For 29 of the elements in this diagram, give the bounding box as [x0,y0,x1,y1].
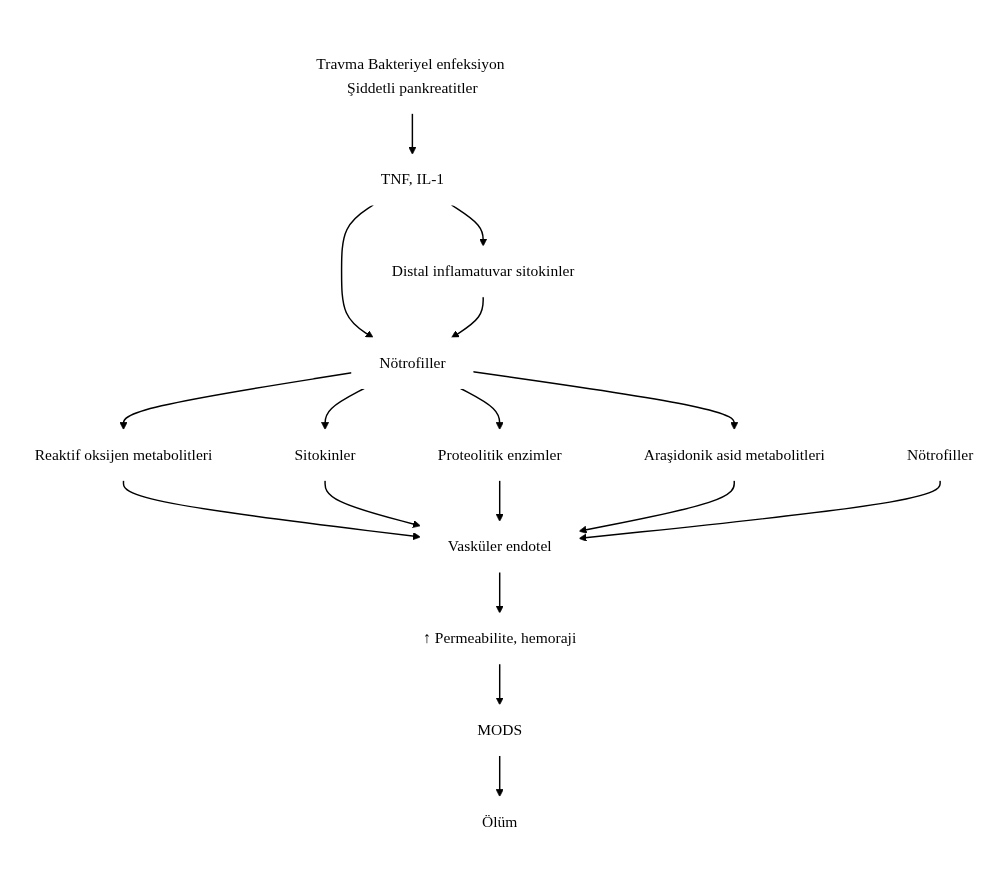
arrow [459,388,504,431]
arrow [495,479,504,522]
arrow [321,388,365,431]
node-text: Reaktif oksijen metabolitleri [34,446,213,464]
arrow [495,571,504,614]
node-text: Nötrofiller [379,354,446,372]
arrow [119,372,353,431]
arrow [324,479,421,529]
arrow [495,755,504,798]
node-text: Araşidonik asid metabolitleri [643,446,825,464]
arrow [122,479,421,541]
node-text: MODS [477,721,523,739]
node-text: Nötrofiller [906,446,974,464]
node-text: ↑ Permeabilite, hemoraji [423,629,577,648]
arrow [408,112,417,155]
arrow [578,479,941,542]
arrow [451,296,484,339]
arrow [578,479,735,534]
arrow [495,663,504,706]
arrow [450,204,488,247]
node-text: Distal inflamatuvar sitokinler [391,262,575,281]
node-text: Travma Bakteriyel enfeksiyon Şiddetli pankreatitler [316,55,505,97]
node-text: Ölüm [482,813,518,831]
node-text: Sitokinler [294,446,356,464]
node-text: TNF, IL-1 [380,170,445,189]
node-text: Vasküler endotel [447,537,552,556]
arrow [472,371,739,431]
node-text: Proteolitik enzimler [437,446,562,464]
arrow [340,204,374,339]
